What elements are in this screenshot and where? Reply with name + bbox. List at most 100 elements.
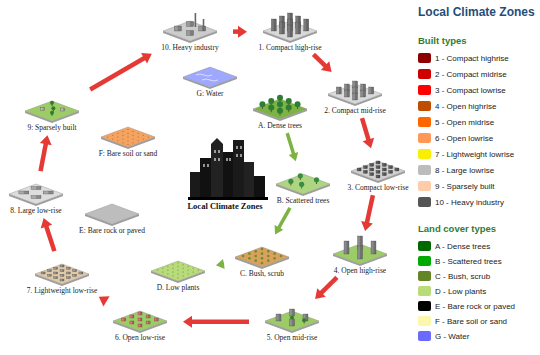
land-cover-tile: A. Dense trees: [247, 89, 313, 130]
legend-row: 1 - Compact highrise: [418, 52, 509, 64]
built-zone-tile: 9: Sparsely built: [14, 91, 90, 132]
connector-line: [362, 118, 369, 140]
arrow-head: [361, 221, 373, 231]
connector-line: [41, 143, 46, 171]
red-arrow: [183, 316, 249, 328]
legend-swatch: [418, 133, 431, 143]
red-arrow: [233, 26, 247, 38]
legend-swatch: [418, 301, 431, 311]
legend-row: 6 - Open lowrise: [418, 132, 493, 144]
legend-text: 7 - Lightweight lowrise: [435, 150, 514, 159]
legend-row: 10 - Heavy industry: [418, 196, 504, 208]
built-zone-tile: 5. Open mid-rise: [252, 301, 332, 342]
tile-shape: [252, 301, 332, 334]
legend-swatch: [418, 316, 431, 326]
legend-title: Local Climate Zones: [418, 5, 535, 19]
built-zone-tile: 10. Heavy industry: [150, 11, 230, 52]
red-arrow: [313, 54, 331, 72]
legend-row: G - Water: [418, 330, 469, 342]
zone-caption: D. Low plants: [143, 284, 213, 292]
tile-shape: [100, 301, 180, 334]
arrow-head: [99, 296, 110, 306]
connector-line: [191, 319, 249, 324]
zone-caption: 6. Open low-rise: [100, 334, 180, 342]
zone-caption: 10. Heavy industry: [150, 44, 230, 52]
legend-row: 2 - Compact midrise: [418, 68, 507, 80]
legend-swatch: [418, 149, 431, 159]
red-arrow: [90, 53, 152, 89]
red-arrow: [41, 218, 55, 251]
zone-caption: F: Bare soil or sand: [93, 150, 163, 158]
legend-row: B - Scattered trees: [418, 255, 502, 267]
legend-text: A - Dense trees: [435, 242, 490, 251]
green-arrow: [216, 259, 225, 269]
connector-line: [46, 226, 54, 251]
red-arrow: [315, 277, 337, 299]
legend-text: C - Bush, scrub: [435, 272, 490, 281]
connector-line: [321, 277, 337, 293]
zone-caption: 2. Compact mid-rise: [315, 107, 395, 115]
arrow-head: [315, 288, 326, 299]
connector-line: [90, 58, 145, 90]
legend-row: A - Dense trees: [418, 240, 490, 252]
arrow-head: [183, 316, 192, 328]
zone-caption: 4. Open high-rise: [320, 267, 400, 275]
red-arrow: [361, 195, 373, 231]
legend-swatch: [418, 69, 431, 79]
legend-swatch: [418, 101, 431, 111]
city-silhouette: [188, 136, 268, 200]
zone-caption: 7. Lightweight low-rise: [19, 287, 105, 295]
tile-shape: [77, 194, 147, 227]
arrow-head: [141, 53, 152, 63]
tile-shape: [143, 251, 213, 284]
legend-row: 7 - Lightweight lowrise: [418, 148, 514, 160]
zone-caption: G: Water: [175, 90, 245, 98]
legend-text: 8 - Large lowrise: [435, 166, 494, 175]
built-zone-tile: 4. Open high-rise: [320, 234, 400, 275]
center-label: Local Climate Zones: [170, 201, 280, 211]
built-zone-tile: 7. Lightweight low-rise: [19, 254, 105, 295]
tile-shape: [175, 57, 245, 90]
legend-text: 9 - Sparsely built: [435, 182, 495, 191]
tile-shape: [150, 11, 230, 44]
legend-row: 3 - Compact lowrise: [418, 84, 506, 96]
legend-swatch: [418, 256, 431, 266]
legend-swatch: [418, 85, 431, 95]
built-zone-tile: 6. Open low-rise: [100, 301, 180, 342]
legend-text: 5 - Open midrise: [435, 118, 494, 127]
tile-shape: [340, 151, 416, 184]
arrow-head: [216, 259, 225, 269]
land-cover-tile: C. Bush, scrub: [227, 237, 297, 278]
legend-swatch: [418, 197, 431, 207]
legend-text: F - Bare soil or sand: [435, 317, 507, 326]
tile-shape: [19, 254, 105, 287]
red-arrow: [362, 118, 374, 148]
arrow-head: [363, 138, 374, 148]
arrow-head: [41, 218, 52, 228]
legend-row: F - Bare soil or sand: [418, 315, 507, 327]
tile-shape: [93, 117, 163, 150]
tile-shape: [270, 164, 336, 197]
legend-subheading: Built types: [418, 35, 467, 46]
connector-line: [313, 54, 325, 66]
built-zone-tile: 1. Compact high-rise: [250, 11, 330, 52]
zone-caption: A. Dense trees: [247, 122, 313, 130]
tile-shape: [315, 74, 395, 107]
red-arrow: [99, 296, 110, 306]
legend-row: 4 - Open highrise: [418, 100, 496, 112]
legend-swatch: [418, 53, 431, 63]
arrow-head: [289, 152, 299, 161]
zone-caption: 3. Compact low-rise: [340, 184, 416, 192]
arrow-head: [275, 225, 284, 234]
zone-caption: B. Scattered trees: [270, 197, 336, 205]
legend-swatch: [418, 165, 431, 175]
land-cover-tile: G: Water: [175, 57, 245, 98]
legend-row: E - Bare rock or paved: [418, 300, 515, 312]
legend-text: 2 - Compact midrise: [435, 70, 507, 79]
legend-row: C - Bush, scrub: [418, 270, 490, 282]
connector-line: [367, 195, 373, 223]
legend-text: 6 - Open lowrise: [435, 134, 493, 143]
built-zone-tile: 3. Compact low-rise: [340, 151, 416, 192]
legend-swatch: [418, 271, 431, 281]
